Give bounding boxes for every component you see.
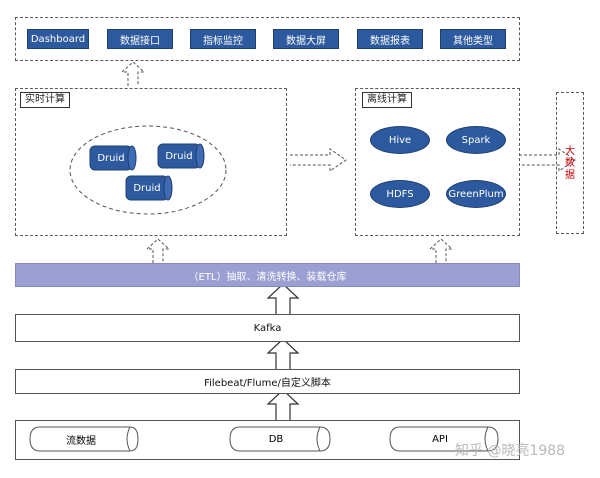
- up-arrow-sources-to-collect: [267, 389, 299, 421]
- druid-node-3[interactable]: Druid: [133, 182, 161, 194]
- sources-container: [15, 420, 520, 460]
- output-metric-monitor[interactable]: 指标监控: [190, 29, 256, 49]
- up-arrow-etl-to-offline: [429, 238, 453, 264]
- druid-cylinder-2: [157, 143, 205, 169]
- watermark: 知乎 @晓亮1988: [455, 443, 566, 459]
- druid-cylinder-1: [89, 145, 137, 171]
- etl-band[interactable]: （ETL）抽取、清洗转换、装载仓库: [15, 263, 520, 287]
- offline-node-greenplum[interactable]: GreenPlum: [446, 180, 506, 208]
- offline-node-hdfs[interactable]: HDFS: [370, 180, 430, 208]
- offline-node-spark[interactable]: Spark: [446, 126, 506, 154]
- offline-label: 离线计算: [362, 92, 412, 108]
- output-data-api[interactable]: 数据接口: [107, 29, 173, 49]
- source-db-label[interactable]: DB: [268, 433, 284, 445]
- output-data-report[interactable]: 数据报表: [357, 29, 423, 49]
- bigdata-char-2: 数: [565, 158, 575, 169]
- up-arrow-kafka-to-etl: [267, 283, 299, 315]
- source-shape-stream: [29, 426, 139, 452]
- output-other-types[interactable]: 其他类型: [440, 29, 506, 49]
- source-api-label[interactable]: API: [432, 433, 448, 445]
- realtime-label: 实时计算: [20, 92, 70, 108]
- druid-node-2[interactable]: Druid: [165, 150, 193, 162]
- source-stream-label[interactable]: 流数据: [66, 435, 96, 447]
- up-arrow-etl-to-realtime: [146, 238, 170, 264]
- output-dashboard[interactable]: Dashboard: [27, 29, 89, 49]
- bigdata-char-1: 大: [565, 146, 575, 157]
- offline-node-hive[interactable]: Hive: [370, 126, 430, 154]
- kafka-bar[interactable]: Kafka: [15, 314, 520, 342]
- right-arrow-realtime-to-offline: [289, 148, 347, 172]
- druid-cylinder-3: [125, 175, 173, 201]
- offline-container: [355, 88, 520, 236]
- up-arrow-collect-to-kafka: [267, 338, 299, 370]
- up-arrow-realtime-to-outputs: [121, 61, 145, 87]
- bigdata-char-3: 据: [565, 170, 575, 181]
- druid-node-1[interactable]: Druid: [97, 152, 125, 164]
- collect-bar[interactable]: Filebeat/Flume/自定义脚本: [15, 369, 520, 394]
- realtime-container: [15, 88, 287, 236]
- output-data-screen[interactable]: 数据大屏: [273, 29, 339, 49]
- bigdata-container: [556, 92, 584, 234]
- druid-cluster-ellipse: [69, 125, 227, 215]
- bigdata-label: 大 数 据: [556, 146, 584, 182]
- outputs-container: [15, 17, 520, 61]
- source-shape-db: [229, 426, 331, 452]
- source-shape-api: [389, 426, 499, 452]
